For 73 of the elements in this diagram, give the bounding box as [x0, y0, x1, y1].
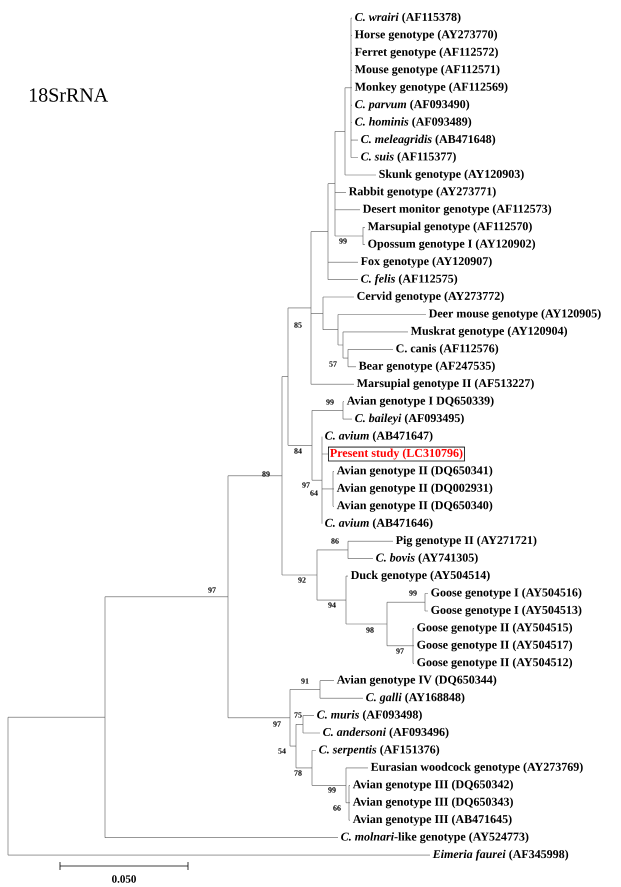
- bootstrap-value: 94: [328, 602, 336, 608]
- leaf-label: C. canis (AF112576): [396, 344, 498, 355]
- leaf-label: Avian genotype III (DQ650343): [352, 797, 513, 808]
- bootstrap-value: 99: [328, 787, 336, 793]
- leaf-label: Cervid genotype (AY273772): [357, 292, 504, 302]
- bootstrap-value: 86: [331, 538, 339, 544]
- leaf-label: Pig genotype II (AY271721): [396, 536, 536, 547]
- bootstrap-value: 98: [366, 627, 374, 633]
- bootstrap-value: 85: [294, 322, 302, 328]
- leaf-label: C. parvum (AF093490): [355, 100, 470, 111]
- leaf-label: Desert monitor genotype (AF112573): [362, 204, 552, 216]
- leaf-label: Goose genotype II (AY504515): [417, 622, 572, 634]
- leaf-label: Avian genotype III (AB471645): [352, 814, 512, 826]
- bootstrap-value: 91: [301, 678, 309, 684]
- bootstrap-value: 66: [333, 805, 341, 811]
- leaf-label: Mouse genotype (AF112571): [354, 64, 500, 76]
- bootstrap-value: 97: [302, 482, 310, 488]
- leaf-label: C. hominis (AF093489): [355, 117, 472, 128]
- leaf-label: Bear genotype (AF247535): [358, 361, 495, 372]
- leaf-label: C. molnari-like genotype (AY524773): [341, 832, 528, 844]
- leaf-label: C. avium (AB471647): [325, 431, 432, 442]
- leaf-label: C. meleagridis (AB471648): [361, 134, 496, 146]
- leaf-label: Eurasian woodcock genotype (AY273769): [370, 762, 583, 774]
- leaf-label: Goose genotype II (AY504512): [417, 658, 572, 669]
- bootstrap-value: 84: [294, 448, 302, 454]
- leaf-label: Avian genotype III (DQ650342): [352, 780, 513, 791]
- leaf-label: Goose genotype II (AY504517): [417, 640, 572, 652]
- bootstrap-value: 57: [329, 361, 337, 367]
- bootstrap-value: 97: [208, 587, 216, 593]
- bootstrap-value: 78: [294, 770, 302, 776]
- bootstrap-value: 54: [278, 748, 286, 754]
- leaf-label: Marsupial genotype (AF112570): [368, 222, 532, 233]
- leaf-label: Marsupial genotype II (AF513227): [356, 378, 534, 390]
- bootstrap-value: 75: [294, 712, 302, 718]
- bootstrap-value: 99: [326, 399, 334, 405]
- bootstrap-value: 97: [273, 721, 281, 727]
- leaf-label: C. felis (AF112575): [361, 274, 458, 286]
- leaf-label: Horse genotype (AY273770): [354, 30, 498, 41]
- leaf-label: Avian genotype IV (DQ650344): [336, 675, 496, 686]
- leaf-label: C. wrairi (AF115378): [355, 12, 460, 24]
- leaf-label: C. suis (AF115377): [361, 152, 456, 163]
- leaf-label: C. muris (AF093498): [317, 710, 422, 722]
- bootstrap-value: 99: [409, 590, 417, 596]
- bootstrap-value: 92: [298, 577, 306, 583]
- leaf-label: Monkey genotype (AF112569): [354, 82, 508, 94]
- leaf-label: Duck genotype (AY504514): [350, 570, 490, 582]
- leaf-label: Muskrat genotype (AY120904): [410, 326, 568, 338]
- leaf-label: C. bovis (AY741305): [376, 553, 478, 564]
- leaf-label: Avian genotype II (DQ650341): [336, 466, 492, 477]
- leaf-label: C. baileyi (AF093495): [355, 414, 464, 425]
- leaf-label: Fox genotype (AY120907): [360, 256, 492, 268]
- leaf-label: C. andersoni (AF093496): [323, 728, 448, 738]
- leaf-label: Skunk genotype (AY120903): [379, 170, 524, 180]
- leaf-label: C. avium (AB471646): [325, 518, 432, 530]
- bootstrap-value: 89: [262, 471, 270, 477]
- highlighted-label: Present study (LC310796): [328, 446, 465, 462]
- bootstrap-value: 97: [396, 648, 404, 654]
- leaf-label: Goose genotype I (AY504516): [431, 588, 582, 599]
- leaf-label: Avian genotype II (DQ650340): [336, 500, 492, 512]
- bootstrap-value: 64: [310, 490, 318, 496]
- leaf-label: Deer mouse genotype (AY120905): [428, 309, 601, 320]
- leaf-label: Goose genotype I (AY504513): [431, 606, 582, 616]
- leaf-label: Opossum genotype I (AY120902): [368, 239, 536, 250]
- leaf-label: Rabbit genotype (AY273771): [348, 186, 496, 198]
- scale-label: 0.050: [112, 875, 136, 883]
- leaf-label: Eimeria faurei (AF345998): [432, 850, 568, 861]
- bootstrap-value: 99: [339, 238, 347, 244]
- title: 18SrRNA: [30, 88, 108, 102]
- leaf-label: C. serpentis (AF151376): [319, 745, 440, 756]
- leaf-label: Avian genotype II (DQ002931): [336, 483, 492, 494]
- leaf-label: Ferret genotype (AF112572): [354, 47, 498, 58]
- leaf-label: C. galli (AY168848): [366, 692, 464, 704]
- leaf-label: Avian genotype I DQ650339): [346, 396, 494, 408]
